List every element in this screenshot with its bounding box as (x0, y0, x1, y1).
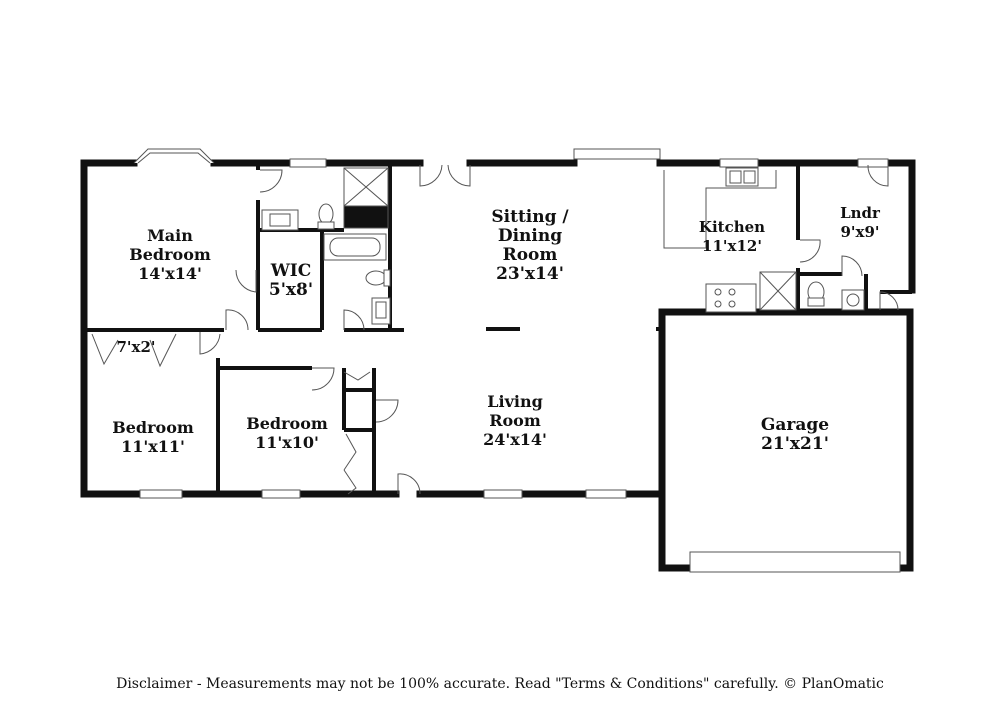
sitting-dining-label: Sitting / Dining Room 23'x14' (470, 208, 590, 284)
sitting-dining-name-3: Room (502, 245, 558, 265)
wic-dims: 5'x8' (268, 280, 314, 300)
sitting-dining-dims: 23'x14' (496, 264, 564, 284)
garage-name: Garage (760, 415, 830, 435)
main-bedroom-name-2: Bedroom (129, 245, 211, 264)
garage-dims: 21'x21' (761, 434, 829, 454)
laundry-name: Lndr (840, 204, 880, 222)
sitting-dining-name-1: Sitting / (491, 207, 569, 227)
doors (91, 164, 899, 495)
closet-label: 7'x2' (104, 338, 168, 357)
wic-label: WIC 5'x8' (258, 262, 324, 300)
living-label: Living Room 24'x14' (470, 392, 560, 449)
closet-dims: 7'x2' (116, 338, 156, 356)
disclaimer: Disclaimer - Measurements may not be 100… (116, 676, 884, 692)
windows (133, 148, 901, 573)
kitchen-dims: 11'x12' (702, 237, 762, 255)
laundry-label: Lndr 9'x9' (822, 204, 898, 242)
bedroom-mid-label: Bedroom 11'x10' (236, 414, 338, 452)
main-bedroom-label: Main Bedroom 14'x14' (120, 226, 220, 283)
bedroom-left-name: Bedroom (112, 418, 194, 437)
bedroom-left-dims: 11'x11' (121, 437, 185, 456)
bedroom-left-label: Bedroom 11'x11' (100, 418, 206, 456)
wic-name: WIC (270, 261, 312, 281)
living-name-1: Living (487, 392, 543, 411)
garage-label: Garage 21'x21' (740, 416, 850, 454)
living-name-2: Room (489, 411, 541, 430)
sitting-dining-name-2: Dining (497, 226, 563, 246)
laundry-dims: 9'x9' (840, 223, 880, 241)
living-dims: 24'x14' (483, 430, 547, 449)
exterior-walls (80, 159, 916, 572)
bedroom-mid-dims: 11'x10' (255, 433, 319, 452)
kitchen-label: Kitchen 11'x12' (690, 218, 774, 256)
main-bedroom-dims: 14'x14' (138, 264, 202, 283)
fixtures (261, 167, 865, 325)
main-bedroom-name-1: Main (147, 226, 193, 245)
kitchen-name: Kitchen (698, 218, 766, 236)
bedroom-mid-name: Bedroom (246, 414, 328, 433)
interior-walls (84, 163, 912, 494)
